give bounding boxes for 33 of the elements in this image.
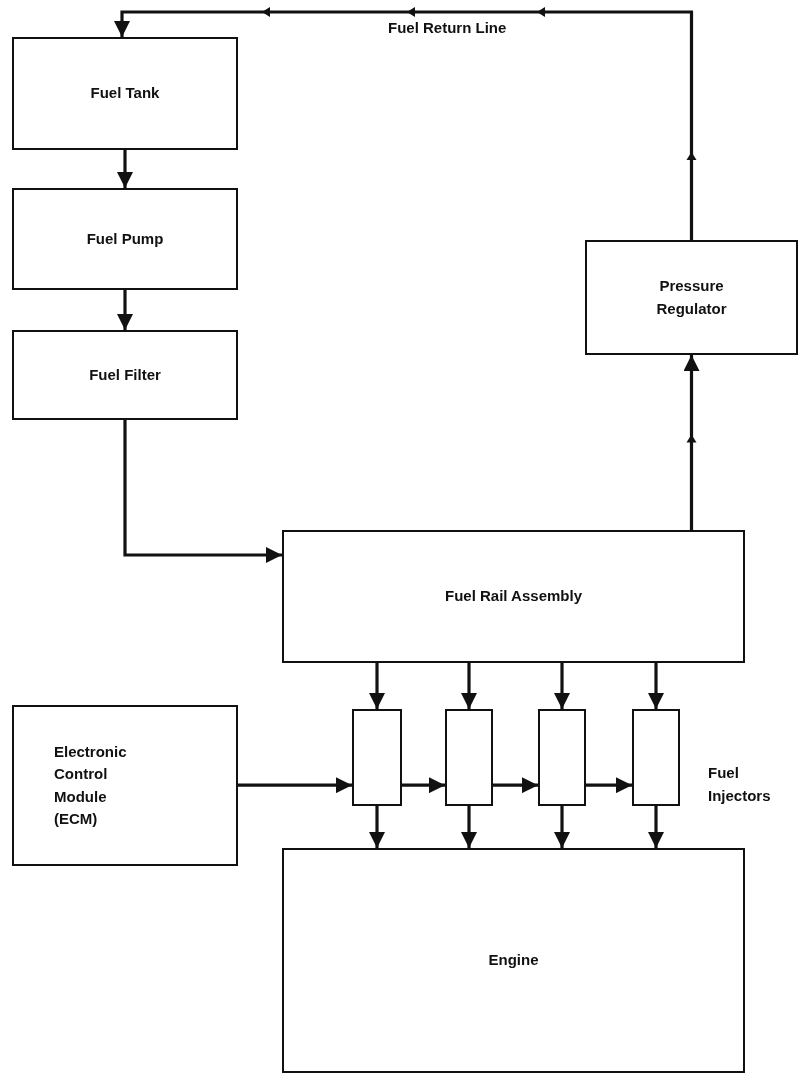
injector-box [538,709,586,806]
injector-box [445,709,493,806]
flow-arrow [369,663,385,709]
component-box [282,848,745,1073]
flow-arrow [117,290,133,330]
component-box [12,705,238,866]
component-box [585,240,798,355]
component-label: Engine [488,950,539,971]
flow-arrow [238,777,352,794]
component-label: Electronic Control Module (ECM) [54,741,128,829]
injector-box [632,709,680,806]
flow-arrow [586,777,632,794]
flow-arrow [117,150,133,188]
flow-arrow [554,663,570,709]
component-label: Fuel Filter [89,364,161,385]
flow-arrow [554,806,570,848]
component-label: Pressure Regulator [655,276,728,319]
flow-arrow [461,806,477,848]
injector-box [352,709,402,806]
flow-arrow [493,777,538,794]
component-label: Fuel Tank [90,83,160,104]
component-label: Fuel Rail Assembly [445,586,582,607]
flow-arrow [648,663,664,709]
component-box [12,188,238,290]
component-box [12,330,238,420]
flow-arrow [369,806,385,848]
flow-arrow [123,420,282,563]
component-box [12,37,238,150]
component-box [282,530,745,663]
flow-arrow [402,777,445,794]
component-label: Fuel Pump [86,228,164,249]
flow-arrow [461,663,477,709]
flow-arrow [648,806,664,848]
